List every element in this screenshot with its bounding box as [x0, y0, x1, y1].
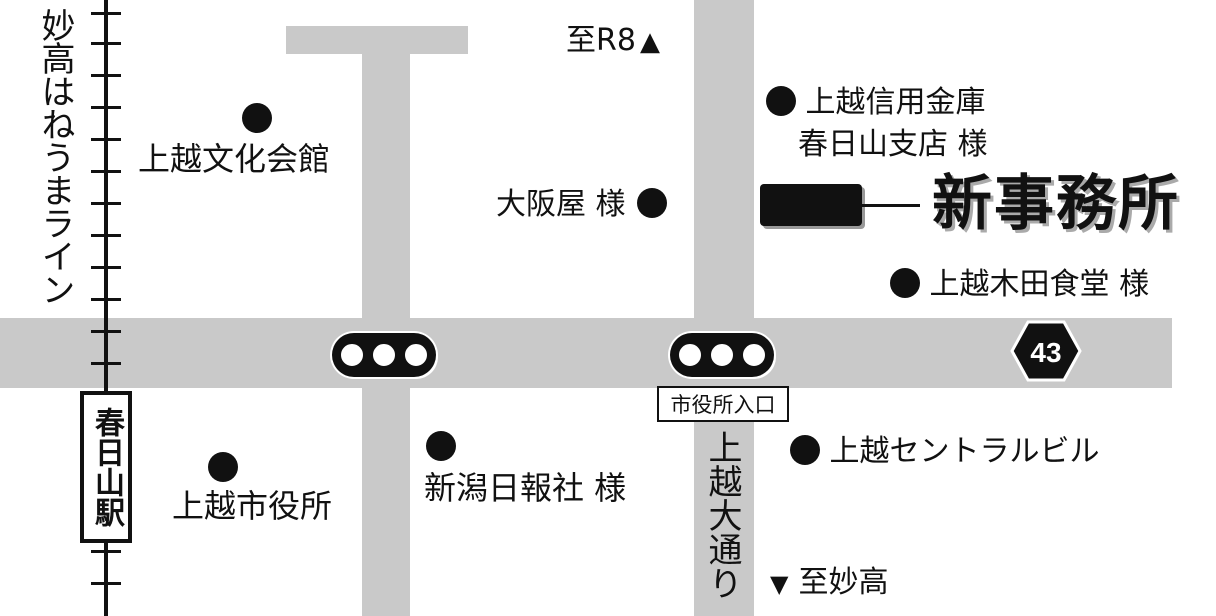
landmark-niigata-nippo: 新潟日報社 様 — [424, 469, 627, 507]
signal-lamp-icon — [741, 342, 767, 368]
osakaya-label: 大阪屋 様 — [496, 187, 626, 222]
landmark-shinkin: 上越信用金庫 — [766, 85, 986, 120]
new-office-connector — [862, 204, 920, 207]
station-box: 春日山駅 — [80, 391, 132, 543]
south-arrow-icon: ▼ — [770, 570, 789, 598]
central-bldg-label: 上越セントラルビル — [829, 434, 1100, 469]
intersection-label-box: 市役所入口 — [657, 386, 789, 422]
road-top-stub — [286, 26, 468, 54]
niigata-nippo-dot-icon — [426, 431, 456, 461]
direction-south: ▼ 至妙高 — [770, 568, 888, 598]
central-bldg-dot-icon — [790, 434, 820, 465]
station-name: 春日山駅 — [89, 407, 124, 527]
new-office-name: 新事務所 — [932, 169, 1180, 239]
landmark-shinkin-branch: 春日山支店 様 — [798, 127, 988, 162]
route-badge-icon: 43 — [1010, 320, 1082, 382]
rail-line-name: 妙高はねうまライン — [35, 8, 75, 305]
landmark-central-bldg: 上越セントラルビル — [790, 434, 1100, 469]
bunka-kaikan-dot-icon — [242, 103, 272, 133]
signal-lamp-icon — [709, 342, 735, 368]
shinkin-dot-icon — [766, 85, 796, 116]
route-number: 43 — [1030, 337, 1061, 368]
kida-shokudo-label: 上越木田食堂 様 — [929, 267, 1150, 302]
direction-south-label: 至妙高 — [798, 565, 889, 600]
signal-lamp-icon — [403, 342, 429, 368]
railway-line — [104, 0, 108, 616]
main-road-horizontal — [0, 318, 1172, 388]
traffic-signal-right — [670, 333, 774, 377]
traffic-signal-left — [332, 333, 436, 377]
direction-north: 至R8▲ — [566, 26, 660, 56]
shinkin-line1: 上越信用金庫 — [805, 85, 986, 120]
intersection-name: 市役所入口 — [670, 393, 776, 417]
north-arrow-icon: ▲ — [639, 27, 660, 57]
landmark-shiyakusho: 上越市役所 — [172, 487, 333, 525]
landmark-kida-shokudo: 上越木田食堂 様 — [890, 267, 1150, 302]
signal-lamp-icon — [677, 342, 703, 368]
landmark-osakaya: 大阪屋 様 — [496, 187, 668, 222]
shiyakusho-dot-icon — [208, 452, 238, 482]
direction-north-label: 至R8 — [566, 23, 636, 58]
landmark-bunka-kaikan: 上越文化会館 — [138, 140, 331, 178]
osakaya-dot-icon — [637, 187, 668, 218]
new-office-marker — [760, 184, 862, 226]
signal-lamp-icon — [371, 342, 397, 368]
kida-shokudo-dot-icon — [890, 267, 920, 298]
street-name: 上越大通り — [702, 430, 742, 600]
signal-lamp-icon — [339, 342, 365, 368]
